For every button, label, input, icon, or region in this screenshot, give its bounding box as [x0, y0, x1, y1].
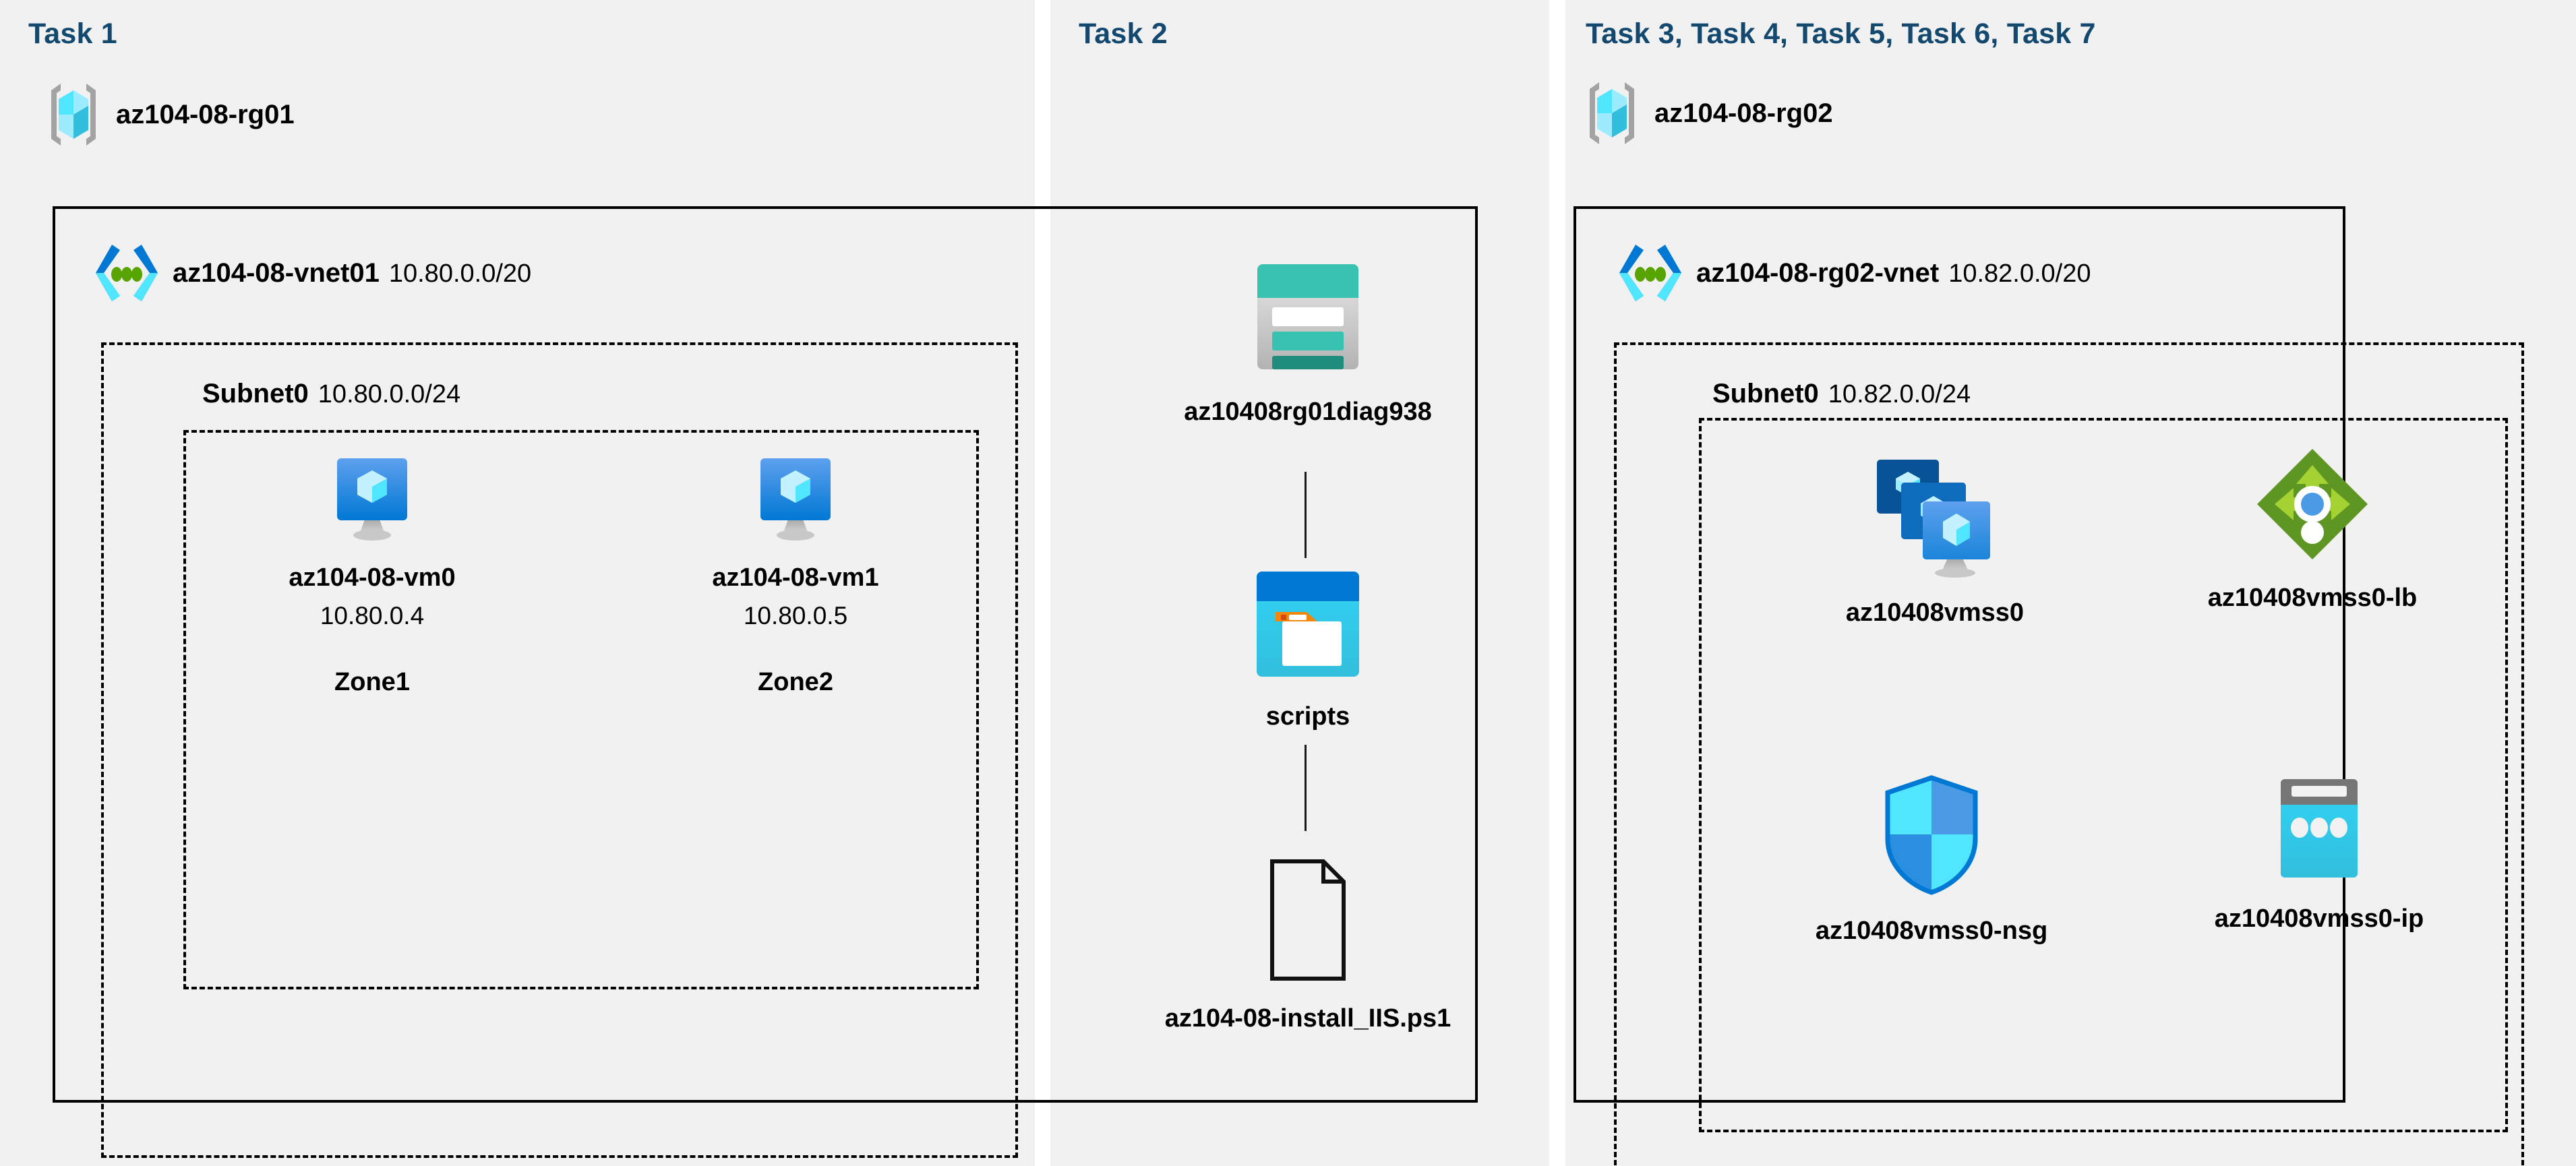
resource-group-icon — [1586, 80, 1638, 147]
node-blob-container: scripts — [1187, 566, 1429, 733]
nsg-name: az10408vmss0-nsg — [1815, 917, 2048, 945]
node-vm1: az104-08-vm1 10.80.0.5 Zone2 — [688, 453, 903, 697]
panel-task1 — [0, 0, 1035, 1166]
node-load-balancer: az10408vmss0-lb — [2171, 445, 2454, 615]
subnet0-rg02-boundary — [1614, 342, 2524, 1166]
connector-storage-to-container — [1305, 472, 1307, 558]
vm-scale-set-icon — [1867, 450, 2002, 578]
resource-group-icon — [47, 81, 100, 148]
task2-header: Task 2 — [1079, 18, 1168, 50]
storage-account-icon — [1244, 256, 1372, 377]
node-network-security-group: az10408vmss0-nsg — [1780, 774, 2083, 948]
vm0-name: az104-08-vm0 — [289, 563, 456, 592]
panel-task3 — [1565, 0, 2576, 1166]
resource-group-rg01-label: az104-08-rg01 — [116, 99, 295, 129]
vmss-name: az10408vmss0 — [1845, 599, 2025, 627]
vm1-zone: Zone2 — [758, 667, 833, 696]
blob-container-icon — [1247, 566, 1369, 682]
load-balancer-icon — [2253, 445, 2372, 563]
file-icon — [1257, 856, 1358, 984]
virtual-machine-icon — [325, 453, 419, 543]
public-ip-name: az10408vmss0-ip — [2214, 904, 2424, 933]
load-balancer-name: az10408vmss0-lb — [2207, 584, 2418, 612]
connector-container-to-file — [1305, 745, 1307, 831]
vm1-name: az104-08-vm1 — [712, 563, 879, 592]
resource-group-rg02-label: az104-08-rg02 — [1654, 98, 1833, 128]
vnet01-header: az104-08-vnet01 10.80.0.0/20 — [94, 239, 531, 307]
node-public-ip-address: az10408vmss0-ip — [2178, 775, 2461, 935]
subnet0-rg01-name: Subnet0 — [202, 379, 309, 408]
subnet0-rg02-name: Subnet0 — [1712, 379, 1819, 408]
task1-header: Task 1 — [28, 18, 117, 50]
subnet0-rg02-inner-boundary — [1699, 418, 2508, 1132]
node-vm0: az104-08-vm0 10.80.0.4 Zone1 — [264, 453, 480, 697]
vm1-ip: 10.80.0.5 — [743, 602, 848, 630]
vnet02-header: az104-08-rg02-vnet 10.82.0.0/20 — [1618, 239, 2091, 307]
vnet01-name: az104-08-vnet01 — [173, 257, 380, 288]
public-ip-address-icon — [2269, 775, 2370, 884]
resource-group-rg02: az104-08-rg02 — [1586, 80, 1833, 147]
vm0-zone: Zone1 — [334, 667, 410, 696]
vnet02-cidr: 10.82.0.0/20 — [1948, 259, 2091, 288]
vnet02-name: az104-08-rg02-vnet — [1696, 257, 1940, 288]
script-file-name: az104-08-install_IIS.ps1 — [1164, 1004, 1451, 1033]
node-script-file: az104-08-install_IIS.ps1 — [1164, 856, 1451, 1035]
subnet0-rg01-cidr: 10.80.0.0/24 — [318, 380, 461, 408]
virtual-machine-icon — [748, 453, 843, 543]
vm0-ip: 10.80.0.4 — [320, 602, 425, 630]
vnet02-boundary — [1574, 206, 2345, 1103]
network-security-group-icon — [1881, 774, 1982, 896]
subnet0-rg02-label-group: Subnet0 10.82.0.0/24 — [1712, 379, 1971, 409]
subnet0-rg01-boundary — [101, 342, 1018, 1158]
availability-zone-boundary — [183, 430, 979, 989]
virtual-network-icon — [94, 239, 159, 307]
virtual-network-icon — [1618, 239, 1683, 307]
node-vmss: az10408vmss0 — [1793, 450, 2076, 630]
resource-group-rg01: az104-08-rg01 — [47, 81, 295, 148]
vnet01-boundary — [53, 206, 1478, 1103]
vnet01-cidr: 10.80.0.0/20 — [388, 259, 532, 288]
storage-account-name: az10408rg01diag938 — [1184, 398, 1432, 426]
subnet0-rg01-label-group: Subnet0 10.80.0.0/24 — [202, 379, 460, 409]
node-storage-account: az10408rg01diag938 — [1166, 256, 1449, 429]
blob-container-name: scripts — [1265, 702, 1350, 731]
subnet0-rg02-cidr: 10.82.0.0/24 — [1828, 380, 1971, 408]
task3-header: Task 3, Task 4, Task 5, Task 6, Task 7 — [1586, 18, 2096, 50]
